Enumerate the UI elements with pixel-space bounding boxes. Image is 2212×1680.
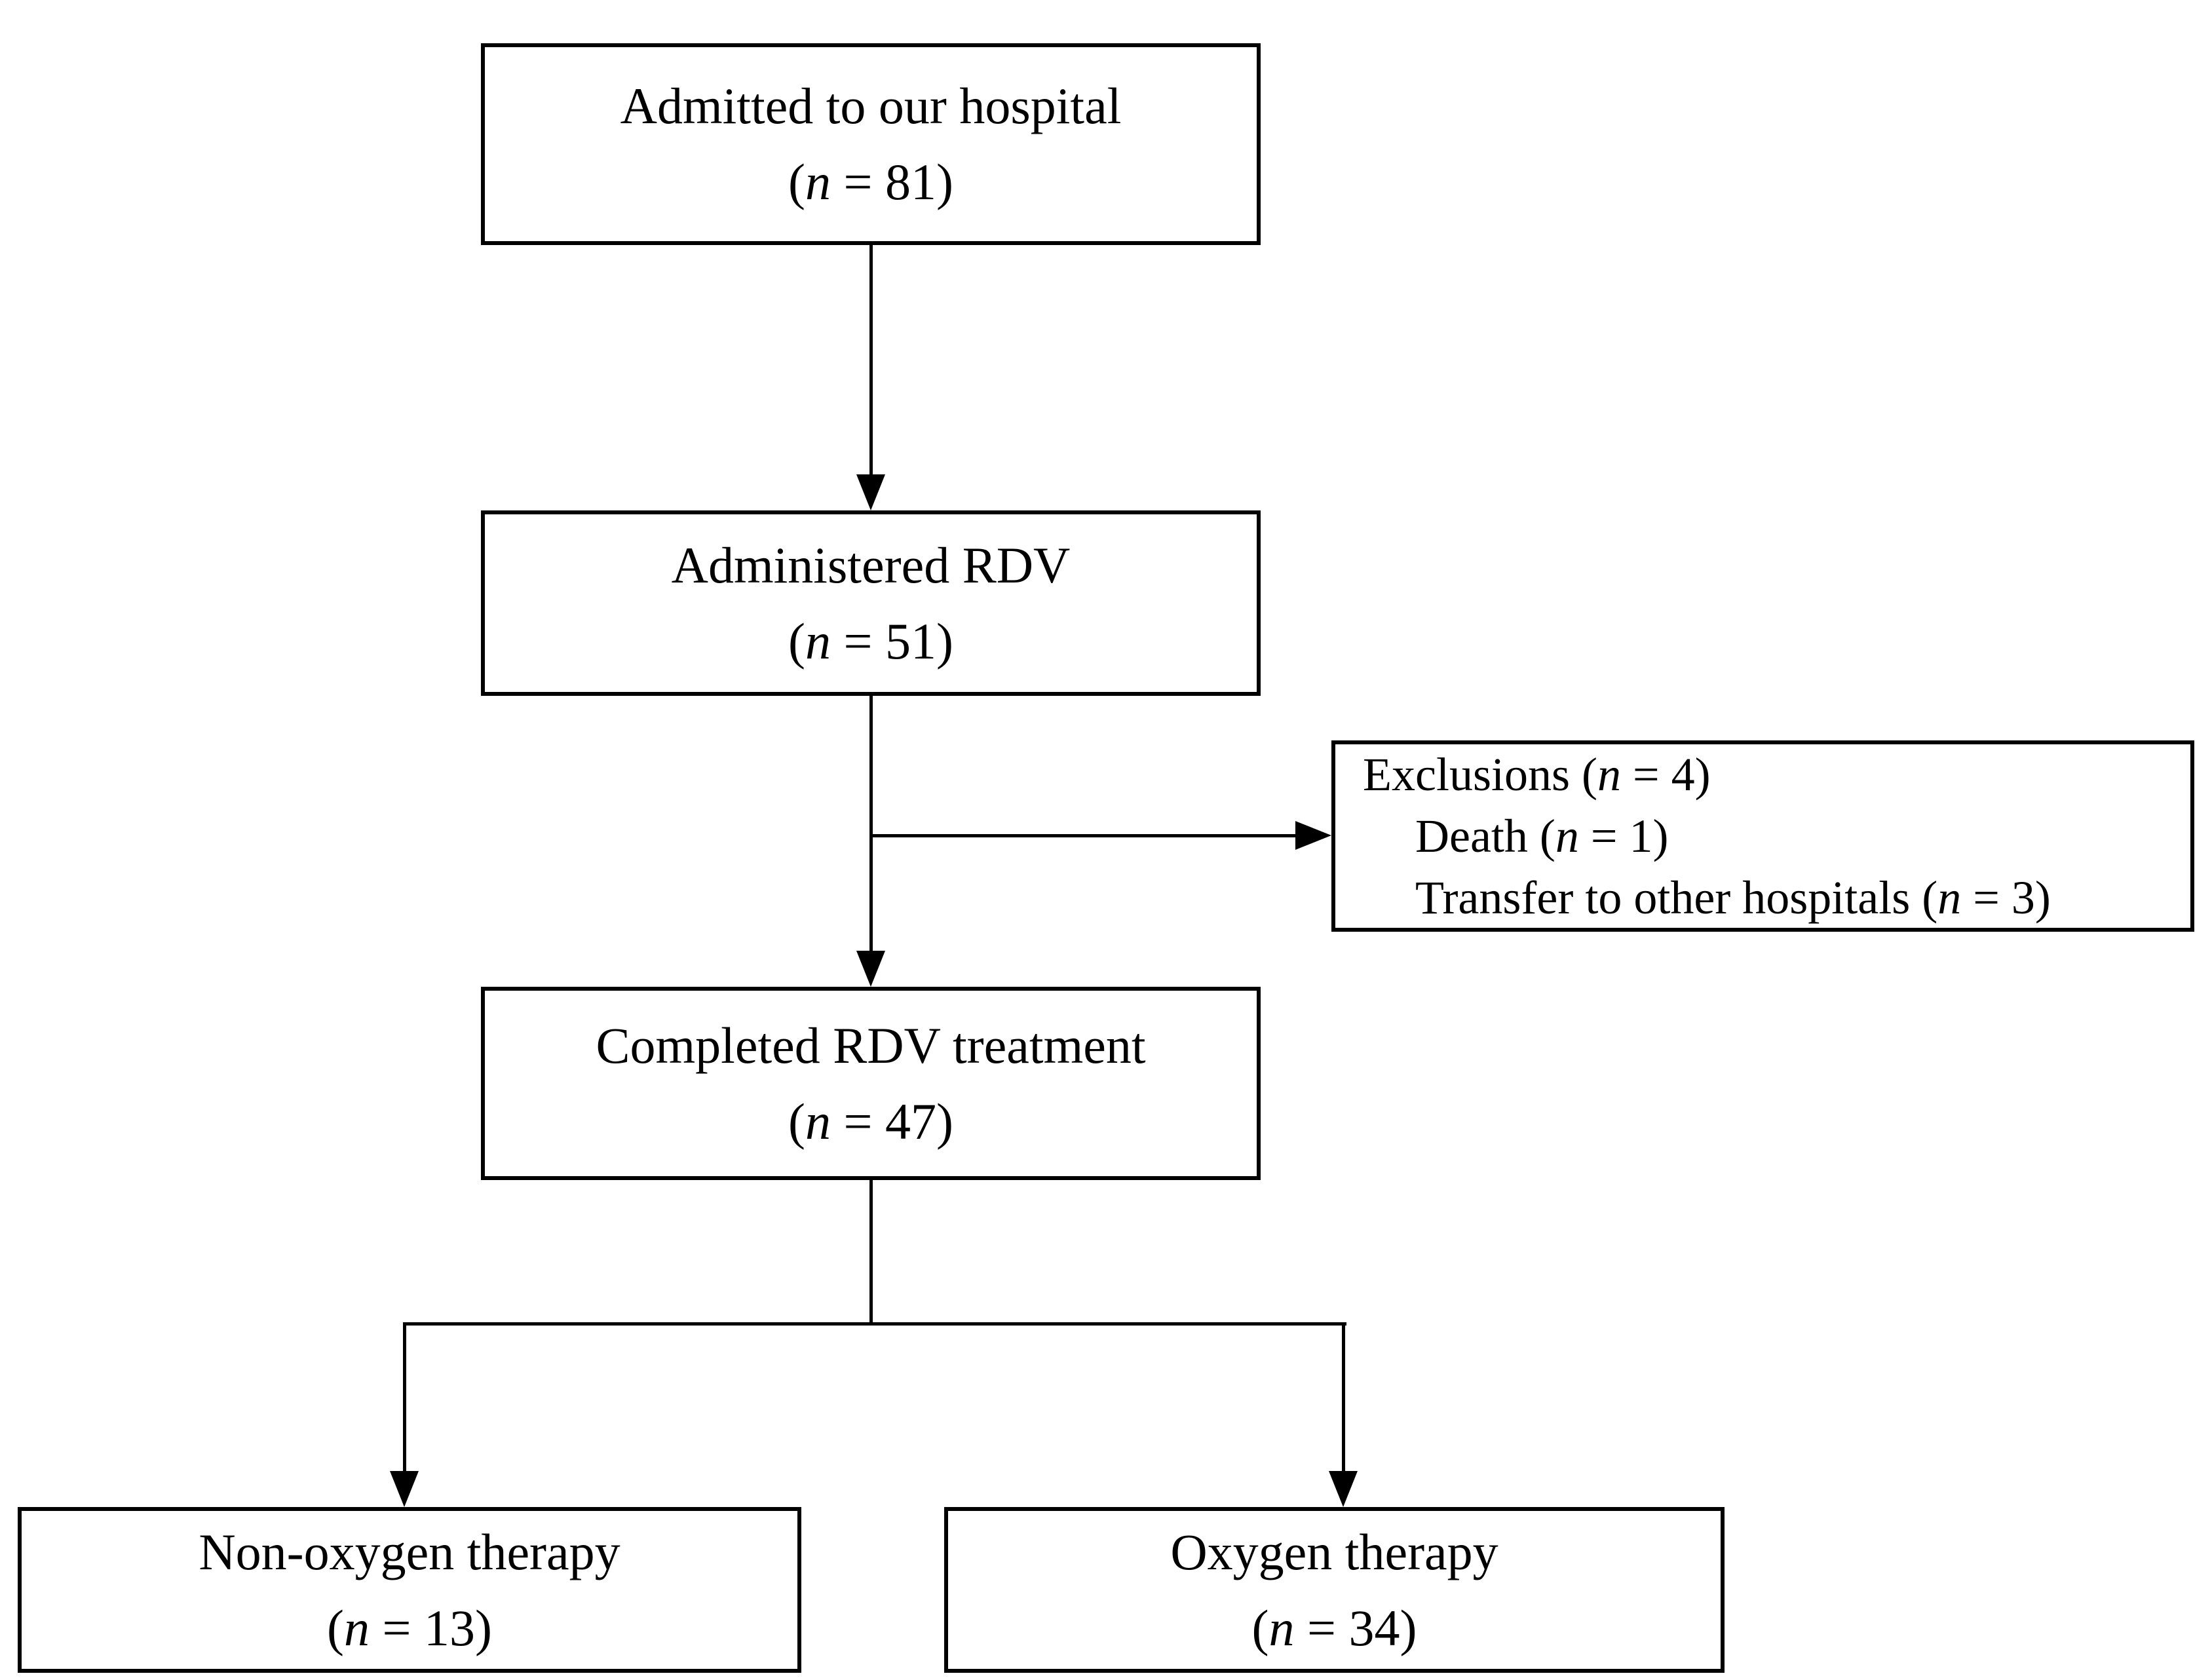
edge-administered-completed-line xyxy=(869,696,873,951)
count-value: = 13) xyxy=(370,1599,492,1656)
exclusions-label: Exclusions ( xyxy=(1363,748,1597,801)
count-n: n xyxy=(1555,810,1579,862)
node-completed-count: (n = 47) xyxy=(788,1084,953,1160)
node-oxygen-title-text: Oxygen therapy xyxy=(1170,1523,1498,1580)
node-administered-count: (n = 51) xyxy=(788,603,953,679)
count-open: ( xyxy=(327,1599,344,1656)
count-n: n xyxy=(344,1599,370,1656)
count-n: n xyxy=(1597,748,1621,801)
node-non-oxygen-title-text: Non-oxygen therapy xyxy=(199,1523,620,1580)
count-open: ( xyxy=(788,153,805,210)
node-administered: Administered RDV (n = 51) xyxy=(481,510,1261,696)
edge-admitted-administered-arrowhead-icon xyxy=(856,474,885,510)
count-n: n xyxy=(1937,871,1962,924)
node-non-oxygen-count: (n = 13) xyxy=(327,1590,492,1666)
node-admitted: Admitted to our hospital (n = 81) xyxy=(481,43,1261,245)
node-admitted-title-text: Admitted to our hospital xyxy=(620,77,1122,134)
count-n: n xyxy=(805,1092,831,1150)
count-open: ( xyxy=(1251,1599,1269,1656)
death-label: Death ( xyxy=(1415,810,1555,862)
count-value: = 3) xyxy=(1961,871,2051,924)
node-oxygen: Oxygen therapy (n = 34) xyxy=(944,1507,1725,1673)
count-value: = 51) xyxy=(831,612,953,670)
node-completed: Completed RDV treatment (n = 47) xyxy=(481,987,1261,1180)
count-value: = 34) xyxy=(1294,1599,1417,1656)
node-completed-title-text: Completed RDV treatment xyxy=(596,1016,1146,1074)
count-n: n xyxy=(805,153,831,210)
count-value: = 81) xyxy=(831,153,953,210)
node-non-oxygen-title: Non-oxygen therapy xyxy=(199,1514,620,1590)
edge-completed-non-oxygen-arrowhead-icon xyxy=(390,1471,419,1507)
node-admitted-title: Admitted to our hospital xyxy=(620,68,1122,144)
exclusions-line-1: Exclusions (n = 4) xyxy=(1363,744,1711,805)
node-admitted-count: (n = 81) xyxy=(788,144,953,220)
edge-completed-oxygen-arrowhead-icon xyxy=(1329,1471,1358,1507)
count-n: n xyxy=(805,612,831,670)
edge-completed-non-oxygen-line xyxy=(403,1322,406,1472)
node-administered-title: Administered RDV xyxy=(672,527,1071,603)
exclusions-line-3: Transfer to other hospitals (n = 3) xyxy=(1363,867,2051,928)
edge-administered-completed-arrowhead-icon xyxy=(856,951,885,987)
node-oxygen-title: Oxygen therapy xyxy=(1170,1514,1498,1590)
edge-admitted-administered-line xyxy=(869,245,873,476)
count-n: n xyxy=(1268,1599,1295,1656)
split-stem-line xyxy=(869,1180,873,1325)
node-non-oxygen: Non-oxygen therapy (n = 13) xyxy=(18,1507,801,1673)
edge-completed-oxygen-line xyxy=(1342,1322,1345,1472)
node-oxygen-count: (n = 34) xyxy=(1252,1590,1417,1666)
node-administered-title-text: Administered RDV xyxy=(671,536,1071,594)
count-value: = 1) xyxy=(1578,810,1669,862)
count-value: = 4) xyxy=(1620,748,1711,801)
node-completed-title: Completed RDV treatment xyxy=(596,1008,1145,1084)
split-bar-line xyxy=(403,1322,1346,1326)
count-value: = 47) xyxy=(831,1092,953,1150)
node-exclusions: Exclusions (n = 4) Death (n = 1) Transfe… xyxy=(1331,740,2194,932)
edge-administered-exclusions-arrowhead-icon xyxy=(1295,821,1331,850)
transfer-label: Transfer to other hospitals ( xyxy=(1415,871,1938,924)
exclusions-line-2: Death (n = 1) xyxy=(1363,805,1668,867)
edge-administered-exclusions-line xyxy=(871,834,1297,837)
count-open: ( xyxy=(788,612,805,670)
count-open: ( xyxy=(788,1092,805,1150)
